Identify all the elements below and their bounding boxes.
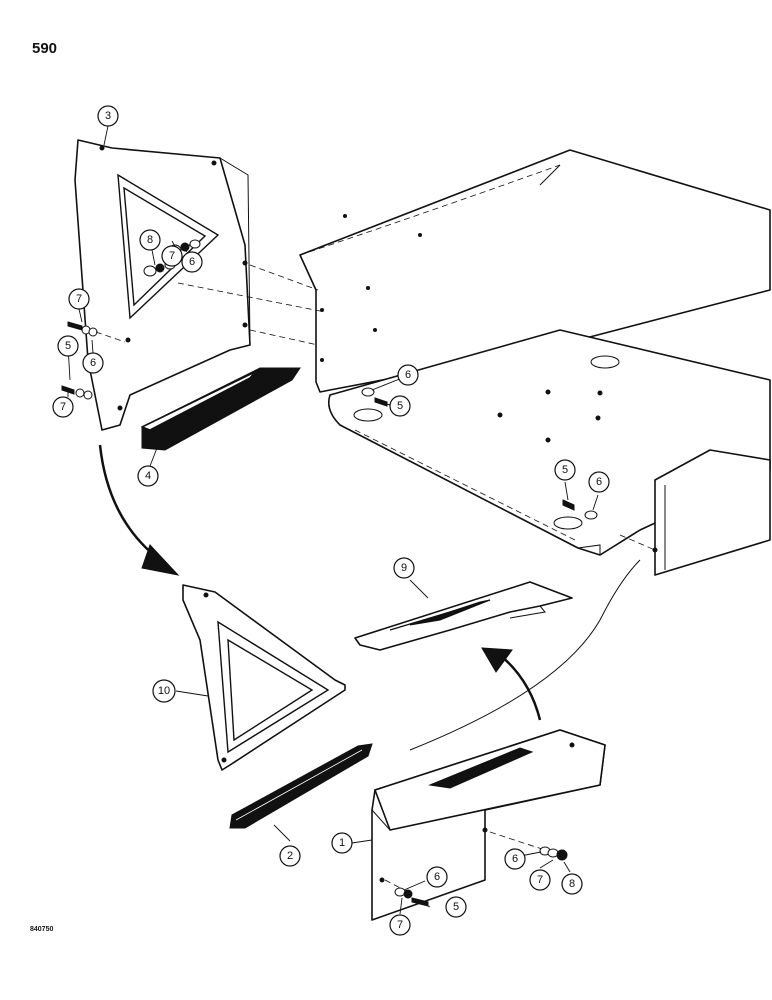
transition-arrow-left: [98, 444, 180, 576]
page-number: 590: [32, 40, 58, 57]
svg-text:6: 6: [189, 256, 195, 268]
callout-5-frame: 5: [389, 395, 411, 417]
svg-text:9: 9: [401, 562, 407, 574]
callout-7-bottom-right: 7: [529, 869, 551, 891]
callout-9: 9: [393, 557, 415, 579]
callout-6-left: 6: [82, 352, 104, 374]
svg-text:8: 8: [147, 234, 153, 246]
left-bolts: [61, 321, 98, 400]
svg-text:6: 6: [596, 476, 602, 488]
callout-10: 10: [152, 679, 176, 703]
svg-text:6: 6: [434, 871, 440, 883]
callout-2: 2: [279, 845, 301, 867]
callout-6-upper: 6: [181, 251, 203, 273]
callout-7-left-top: 7: [68, 288, 90, 310]
callout-6-frame: 6: [397, 364, 419, 386]
callout-4: 4: [137, 465, 159, 487]
svg-text:7: 7: [169, 250, 175, 262]
chassis-frame: [299, 149, 771, 576]
bracket-part-3: [61, 139, 326, 431]
svg-text:6: 6: [512, 853, 518, 865]
callout-1: 1: [331, 832, 353, 854]
bracket-1-hardware: [394, 846, 568, 907]
bumper-strip-part-4: [141, 367, 301, 451]
svg-text:6: 6: [90, 357, 96, 369]
figure-code: 840750: [30, 926, 54, 933]
callout-3: 3: [97, 105, 119, 127]
svg-text:7: 7: [60, 401, 66, 413]
callout-6-bottom: 6: [426, 866, 448, 888]
svg-text:7: 7: [537, 874, 543, 886]
svg-text:5: 5: [397, 400, 403, 412]
svg-text:7: 7: [397, 919, 403, 931]
svg-text:3: 3: [105, 110, 111, 122]
bracket-part-10: [182, 584, 346, 771]
transition-arrow-right: [409, 559, 641, 751]
svg-text:8: 8: [569, 878, 575, 890]
svg-text:7: 7: [76, 293, 82, 305]
callout-5-right: 5: [554, 459, 576, 481]
callout-5-bottom: 5: [445, 896, 467, 918]
callout-8-upper: 8: [139, 229, 161, 251]
svg-text:5: 5: [562, 464, 568, 476]
callout-8-bottom-right: 8: [561, 873, 583, 895]
svg-text:6: 6: [405, 369, 411, 381]
callout-7-bottom: 7: [389, 914, 411, 936]
callout-6-bottom-right: 6: [504, 848, 526, 870]
svg-text:5: 5: [453, 901, 459, 913]
callout-6-right: 6: [588, 471, 610, 493]
plate-part-9: [354, 581, 573, 651]
rubber-strip-part-2: [229, 743, 373, 829]
svg-text:5: 5: [65, 340, 71, 352]
svg-text:4: 4: [145, 470, 151, 482]
svg-text:1: 1: [339, 837, 345, 849]
callout-5-left: 5: [57, 335, 79, 357]
callout-7-left-bottom: 7: [52, 396, 74, 418]
frame-hardware: [361, 387, 598, 520]
svg-text:10: 10: [158, 685, 170, 697]
svg-text:2: 2: [287, 850, 293, 862]
callout-7-upper: 7: [161, 245, 183, 267]
